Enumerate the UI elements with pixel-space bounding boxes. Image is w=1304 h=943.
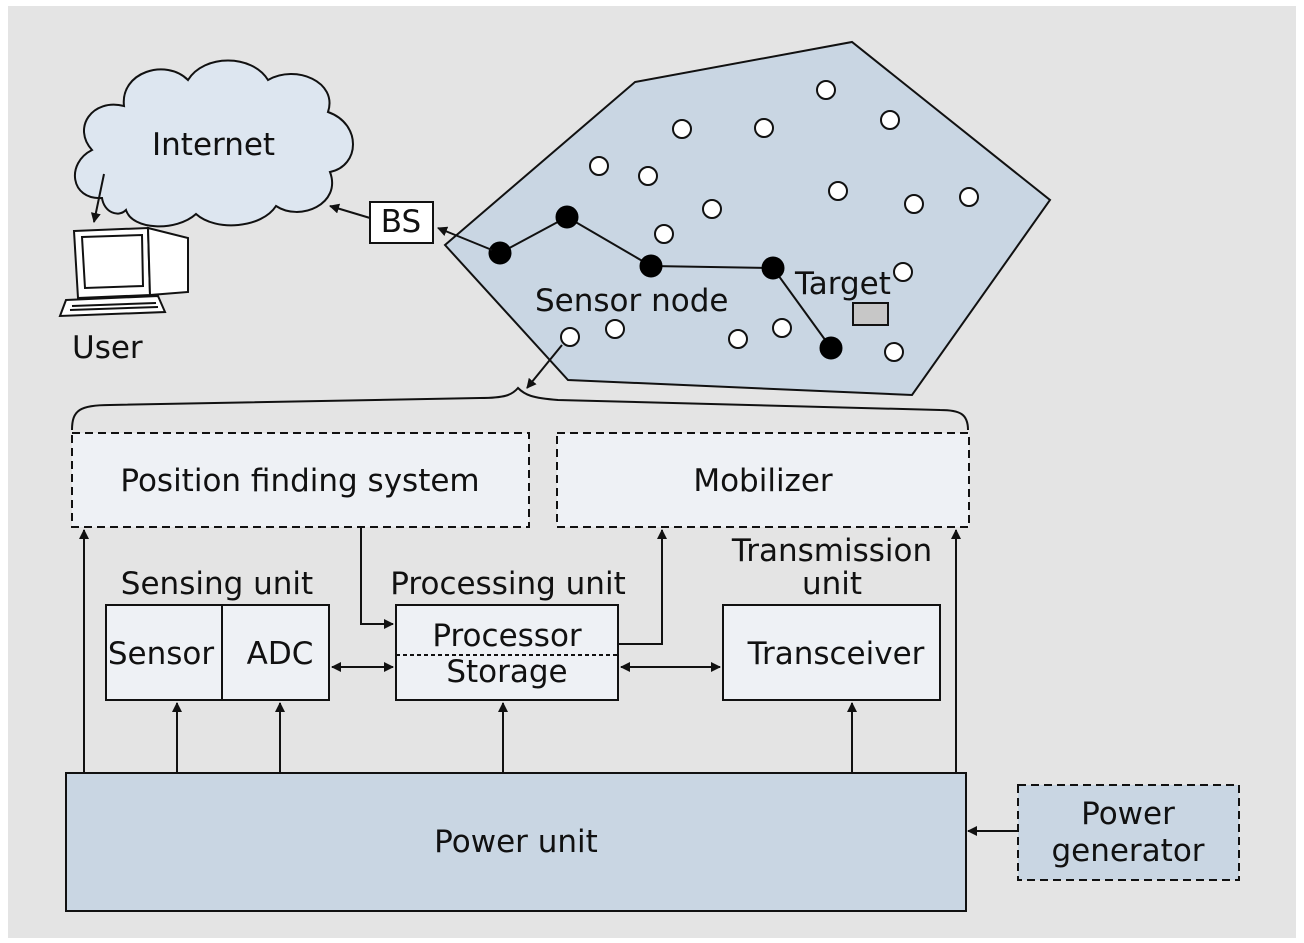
sensor-node-icon bbox=[638, 166, 658, 186]
node-to-bs-arrow bbox=[437, 226, 493, 251]
mobilizer-label: Mobilizer bbox=[693, 463, 833, 499]
sensor-label: Sensor bbox=[108, 636, 215, 672]
sensor-node-icon bbox=[728, 329, 748, 349]
sensor-node-icon bbox=[816, 80, 836, 100]
transceiver-box bbox=[722, 604, 941, 701]
power-generator-label-line2: generator bbox=[1051, 833, 1204, 869]
sensor-node-icon bbox=[754, 118, 774, 138]
user-label: User bbox=[72, 330, 143, 366]
processor-label: Processor bbox=[432, 618, 582, 654]
sensor-node-icon bbox=[772, 318, 792, 338]
node-zoom-arrow bbox=[526, 344, 563, 389]
sensor-node-icon bbox=[560, 327, 580, 347]
sensor-node-icon bbox=[884, 342, 904, 362]
data-flow-arrows bbox=[331, 527, 721, 672]
sensing-unit-box bbox=[105, 604, 330, 701]
bs-to-internet-arrow bbox=[329, 203, 371, 219]
idle-sensor-nodes bbox=[560, 80, 979, 362]
sensor-node-icon bbox=[702, 199, 722, 219]
internet-label: Internet bbox=[152, 127, 275, 163]
sensing-unit-label: Sensing unit bbox=[121, 566, 313, 602]
active-sensor-node-icon bbox=[819, 336, 843, 360]
active-sensor-node-icon bbox=[488, 241, 512, 265]
cloud-icon bbox=[74, 59, 354, 228]
base-station-box bbox=[369, 201, 434, 244]
sensor-node-icon bbox=[605, 319, 625, 339]
sensor-node-icon bbox=[672, 119, 692, 139]
processing-unit-label: Processing unit bbox=[390, 566, 625, 602]
sensor-node-icon bbox=[880, 110, 900, 130]
active-sensor-node-icon bbox=[761, 256, 785, 280]
sensor-node-icon bbox=[654, 224, 674, 244]
mobilizer-box bbox=[556, 432, 970, 528]
sensor-node-icon bbox=[959, 187, 979, 207]
sensor-field bbox=[443, 40, 1052, 397]
sensor-node-icon bbox=[904, 194, 924, 214]
target-icon bbox=[852, 302, 889, 326]
sensor-node-icon bbox=[589, 156, 609, 176]
transmission-unit-label-line2: unit bbox=[802, 566, 862, 602]
transceiver-label: Transceiver bbox=[747, 636, 925, 672]
sensor-node-icon bbox=[893, 262, 913, 282]
power-unit-label: Power unit bbox=[434, 824, 598, 860]
processing-unit-box bbox=[395, 604, 619, 701]
internet-to-user-arrow bbox=[90, 173, 105, 223]
power-unit-box bbox=[65, 772, 967, 912]
power-generator-label-line1: Power bbox=[1081, 796, 1175, 832]
active-sensor-node-icon bbox=[639, 254, 663, 278]
architecture-brace bbox=[71, 386, 969, 431]
transmission-unit-label-line1: Transmission bbox=[731, 533, 932, 569]
target-label: Target bbox=[794, 266, 891, 302]
base-station-label: BS bbox=[381, 204, 421, 240]
position-finding-box bbox=[71, 432, 530, 528]
computer-icon bbox=[58, 226, 189, 318]
storage-label: Storage bbox=[446, 654, 567, 690]
sensor-node-label: Sensor node bbox=[535, 283, 728, 319]
power-generator-box bbox=[1017, 784, 1240, 881]
adc-label: ADC bbox=[247, 636, 314, 672]
position-finding-label: Position finding system bbox=[120, 463, 479, 499]
active-sensor-node-icon bbox=[555, 205, 579, 229]
active-sensor-nodes bbox=[488, 205, 843, 360]
power-supply-arrows bbox=[79, 529, 961, 773]
sensor-node-icon bbox=[828, 181, 848, 201]
